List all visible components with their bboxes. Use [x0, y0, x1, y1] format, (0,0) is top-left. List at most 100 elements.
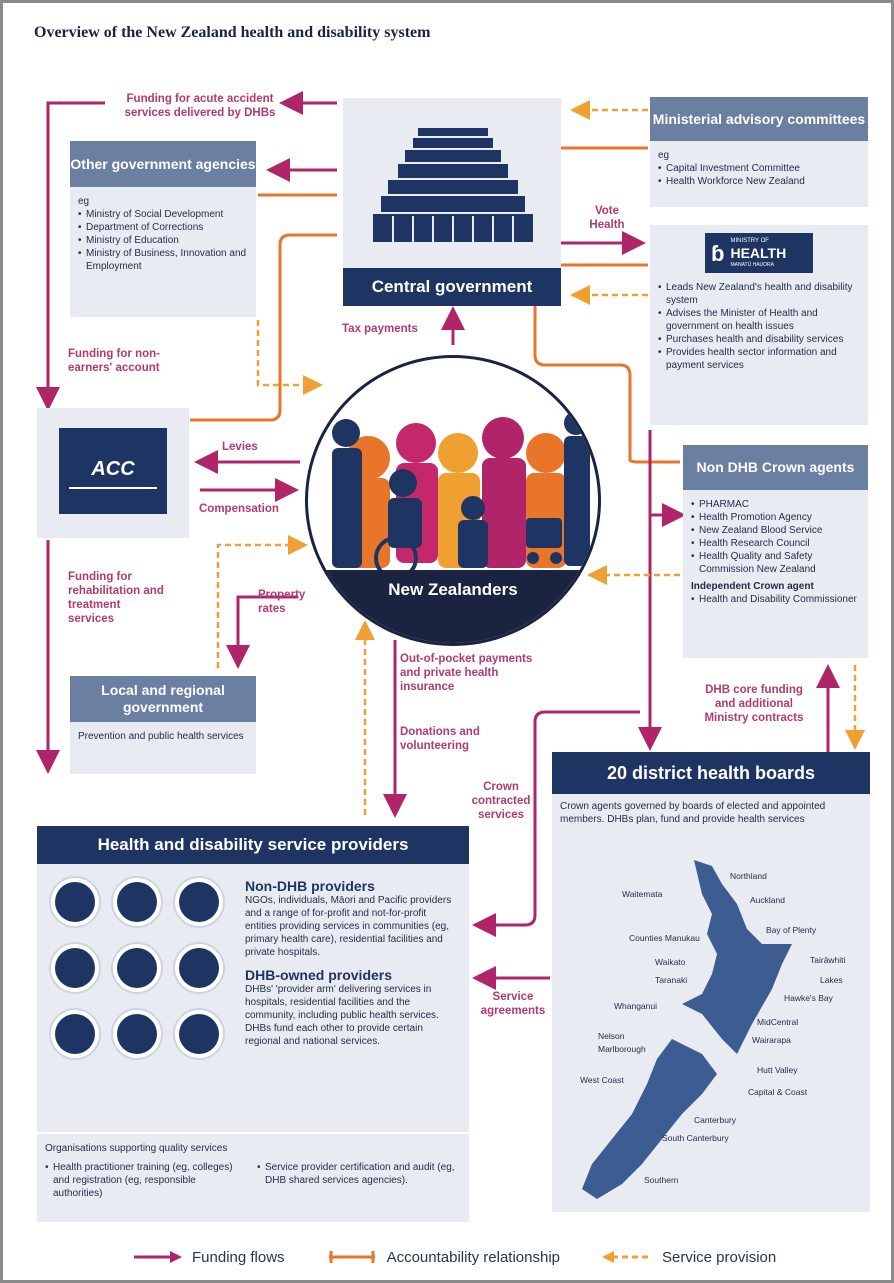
org-supporting-panel: Organisations supporting quality service… [37, 1134, 469, 1222]
funding-non-earners-arrow [36, 101, 105, 411]
dhb-panel: Crown agents governed by boards of elect… [552, 794, 870, 1212]
moh-item: Provides health sector information and p… [658, 346, 860, 372]
ministerial-item: Health Workforce New Zealand [658, 175, 860, 188]
crown-panel: PHARMAC Health Promotion Agency New Zeal… [683, 490, 868, 658]
other-gov-panel: eg Ministry of Social Development Depart… [70, 187, 256, 317]
region-label: Northland [730, 871, 767, 881]
service-agreements-label: Service agreements [480, 991, 546, 1017]
wheelchair-icon [49, 876, 101, 928]
hospital-bed-icon [173, 942, 225, 994]
region-label: South Canterbury [662, 1133, 729, 1143]
moh-logo-big: HEALTH [730, 245, 787, 261]
dhb-header: 20 district health boards [552, 752, 870, 794]
org-supporting-item: Health practitioner training (eg, colleg… [45, 1161, 245, 1200]
region-label: MidCentral [757, 1017, 799, 1027]
crown-item: Health Quality and Safety Commission New… [691, 550, 860, 576]
nz-map [582, 860, 792, 1199]
ministry-of-health-panel: ɓ MINISTRY OF HEALTH MANATŪ HAUORA Leads… [650, 225, 868, 425]
service-legend-label: Service provision [662, 1248, 777, 1266]
crown-item: PHARMAC [691, 498, 860, 511]
koru-icon: ɓ [711, 240, 725, 266]
stethoscope-icon [111, 876, 163, 928]
rehab-label: Funding for rehabilitation and treatment… [68, 571, 164, 625]
ear-icon [173, 876, 225, 928]
providers-panel: Non-DHB providers NGOs, individuals, Māo… [37, 864, 469, 1132]
crown-item: New Zealand Blood Service [691, 524, 860, 537]
levies-label: Levies [222, 441, 258, 453]
crown-accountability-line [533, 305, 680, 464]
oop-label: Out-of-pocket payments and private healt… [400, 653, 533, 693]
property-rates-arrow [226, 595, 298, 669]
non-dhb-title: Non-DHB providers [245, 878, 375, 894]
region-label: Whanganui [614, 1001, 658, 1011]
crown-independent-title: Independent Crown agent [691, 581, 814, 592]
new-zealanders-circle: New Zealanders [305, 355, 601, 646]
xray-hand-icon [111, 942, 163, 994]
moh-item: Purchases health and disability services [658, 333, 860, 346]
moh-logo-sub: MANATŪ HAUORA [730, 262, 774, 268]
local-gov-header: Local and regional government [70, 676, 256, 722]
central-government-label: Central government [343, 268, 561, 306]
region-label: Waitemata [622, 889, 663, 899]
region-label: Capital & Coast [748, 1087, 808, 1097]
south-island [582, 1039, 717, 1199]
compensation-label: Compensation [199, 503, 279, 515]
people-illustration [308, 411, 598, 643]
crown-contracted-arrow [472, 710, 640, 937]
crown-item: Health Promotion Agency [691, 511, 860, 524]
pregnancy-icon [49, 1008, 101, 1060]
funding-legend-label: Funding flows [192, 1248, 285, 1266]
region-label: Waikato [655, 957, 686, 967]
acc-accountability-line [190, 233, 337, 422]
other-gov-header: Other government agencies [70, 141, 256, 187]
crown-independent-item: Health and Disability Commissioner [691, 593, 860, 606]
other-gov-item: Ministry of Social Development [78, 208, 248, 221]
providers-header: Health and disability service providers [37, 826, 469, 864]
funding-legend-swatch [134, 1251, 182, 1263]
other-gov-item: Ministry of Business, Innovation and Emp… [78, 247, 248, 273]
region-label: Tairāwhiti [810, 955, 846, 965]
region-label: Bay of Plenty [766, 925, 817, 935]
funding-acute-label: Funding for acute accident services deli… [124, 93, 276, 119]
moh-logo: ɓ MINISTRY OF HEALTH MANATŪ HAUORA [705, 233, 813, 273]
crown-header: Non DHB Crown agents [683, 445, 868, 490]
donations-label: Donations and volunteering [400, 726, 480, 752]
north-island [682, 860, 792, 1054]
acc-logo-text: ACC [91, 458, 135, 480]
region-label: Nelson Marlborough [598, 1031, 646, 1054]
region-label: Hawke's Bay [784, 993, 833, 1003]
region-label: Canterbury [694, 1115, 737, 1125]
tax-payments-label: Tax payments [342, 323, 418, 335]
region-label: Counties Manukau [629, 933, 700, 943]
page-title: Overview of the New Zealand health and d… [34, 24, 431, 41]
vote-health-label: Vote Health [589, 205, 625, 231]
region-label: Taranaki [655, 975, 688, 985]
non-dhb-text: NGOs, individuals, Māori and Pacific pro… [245, 895, 452, 958]
moh-item: Leads New Zealand's health and disabilit… [658, 281, 860, 307]
crown-item: Health Research Council [691, 537, 860, 550]
moh-item: Advises the Minister of Health and gover… [658, 307, 860, 333]
moh-logo-small: MINISTRY OF [730, 238, 769, 244]
other-gov-item: Department of Corrections [78, 221, 248, 234]
accountability-legend-label: Accountability relationship [386, 1248, 560, 1266]
region-label: Lakes [820, 975, 843, 985]
service-legend-swatch [602, 1251, 652, 1263]
local-service-arrow [216, 535, 308, 668]
accountability-legend-swatch [328, 1251, 375, 1263]
acc-logo: ACC [59, 428, 167, 514]
ministerial-panel: eg Capital Investment CommitteeHealth Wo… [650, 141, 868, 207]
other-gov-eg: eg [78, 196, 90, 207]
central-government-box [343, 98, 561, 268]
dhb-core-label: DHB core funding and additional Ministry… [704, 684, 804, 724]
non-earners-label: Funding for non-earners' account [68, 348, 160, 374]
test-tubes-icon [111, 1008, 163, 1060]
dhb-description: Crown agents governed by boards of elect… [560, 801, 826, 825]
tooth-icon [173, 1008, 225, 1060]
beehive-building-icon [373, 128, 533, 242]
ministerial-eg: eg [658, 150, 670, 161]
agencies-service-arrow [256, 320, 323, 395]
crown-contracted-label: Crown contracted services [471, 781, 531, 821]
other-gov-item: Ministry of Education [78, 234, 248, 247]
